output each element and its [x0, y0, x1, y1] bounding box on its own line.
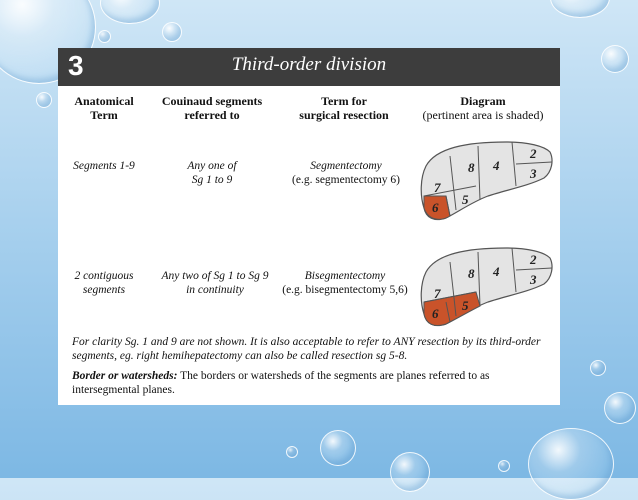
- header-diagram: Diagram (pertinent area is shaded): [408, 94, 558, 122]
- cell-line: (e.g. bisegmentectomy 5,6): [282, 284, 408, 296]
- row1-couinaud: Any one of Sg 1 to 9: [150, 159, 274, 187]
- segment-label: 7: [434, 286, 441, 301]
- row1-anatomical: Segments 1-9: [64, 159, 144, 173]
- cell-line: in continuity: [186, 284, 244, 296]
- cell-line: Any two of Sg 1 to Sg 9: [161, 270, 269, 282]
- cell-line: Segmentectomy: [310, 160, 382, 172]
- bubble-decoration: [100, 0, 160, 24]
- header-line: surgical resection: [299, 108, 389, 122]
- bubble-decoration: [528, 428, 614, 500]
- bubble-decoration: [604, 392, 636, 424]
- cell-line: Sg 1 to 9: [191, 174, 233, 186]
- bubble-decoration: [98, 30, 111, 43]
- cell-line: Bisegmentectomy: [304, 270, 386, 282]
- header-line: Couinaud segments: [161, 94, 263, 108]
- footnote-line: segments, eg. right hemihepatectomy can …: [72, 350, 408, 362]
- border-label: Border or watersheds:: [72, 370, 178, 382]
- segment-6-shade: [423, 195, 451, 220]
- segment-line: [423, 185, 477, 197]
- bubble-decoration: [390, 452, 430, 492]
- cell-line: Any one of: [187, 160, 237, 172]
- segment-label: 4: [492, 264, 500, 279]
- segment-line: [445, 301, 451, 323]
- footnote: For clarity Sg. 1 and 9 are not shown. I…: [72, 335, 552, 363]
- segment-label: 3: [529, 166, 537, 181]
- header-couinaud-segments: Couinaud segments referred to: [150, 94, 274, 122]
- bubble-decoration: [162, 22, 182, 42]
- bubble-decoration: [36, 92, 52, 108]
- segment-line: [477, 251, 481, 307]
- segment-label: 6: [432, 306, 439, 321]
- bubble-decoration: [320, 430, 356, 466]
- row2-anatomical: 2 contiguous segments: [64, 269, 144, 297]
- bubble-decoration: [498, 460, 510, 472]
- bubble-decoration: [286, 446, 298, 458]
- segment-5-6-shade: [423, 291, 481, 327]
- liver-diagram-row2: 8 4 2 3 7 5 6: [420, 247, 553, 327]
- segment-label: 6: [432, 200, 439, 215]
- slide-figure: 3 Third-order division Anatomical Term C…: [58, 48, 560, 405]
- section-number: 3: [68, 50, 84, 81]
- segment-label: 8: [468, 160, 475, 175]
- segment-label: 8: [468, 266, 475, 281]
- header-line: Term for: [321, 94, 367, 108]
- section-title: Third-order division: [231, 54, 387, 75]
- cell-line: 2 contiguous: [74, 270, 134, 282]
- header-line: Anatomical: [74, 94, 134, 108]
- segment-line: [515, 267, 553, 271]
- border-note-line: intersegmental planes.: [72, 384, 175, 396]
- header-surgical-term: Term for surgical resection: [280, 94, 408, 122]
- header-anatomical-term: Anatomical Term: [64, 94, 144, 122]
- segment-label: 2: [529, 252, 537, 267]
- segment-line: [423, 291, 477, 303]
- segment-line: [511, 247, 517, 293]
- row2-couinaud: Any two of Sg 1 to Sg 9 in continuity: [150, 269, 280, 297]
- segment-line: [477, 145, 481, 201]
- border-text: The borders or watersheds of the segment…: [177, 370, 490, 382]
- segment-line: [515, 161, 553, 165]
- header-line: (pertinent area is shaded): [422, 108, 544, 122]
- row1-surgical: Segmentectomy (e.g. segmentectomy 6): [276, 159, 416, 187]
- bubble-decoration: [601, 45, 629, 73]
- bubble-decoration: [550, 0, 610, 18]
- segment-label: 5: [462, 298, 469, 313]
- segment-line: [449, 155, 457, 211]
- row2-surgical: Bisegmentectomy (e.g. bisegmentectomy 5,…: [270, 269, 420, 297]
- cell-line: (e.g. segmentectomy 6): [292, 174, 400, 186]
- footnote-line: For clarity Sg. 1 and 9 are not shown. I…: [72, 336, 541, 348]
- segment-line: [511, 141, 517, 187]
- cell-line: segments: [82, 284, 126, 296]
- header-line: referred to: [184, 108, 240, 122]
- header-line: Term: [90, 108, 118, 122]
- segment-label: 5: [462, 192, 469, 207]
- segment-line: [445, 195, 451, 217]
- liver-diagram-row1: 8 4 2 3 7 5 6: [420, 141, 553, 221]
- segment-label: 7: [434, 180, 441, 195]
- bubble-decoration: [590, 360, 606, 376]
- segment-line: [449, 261, 457, 317]
- segment-label: 3: [529, 272, 537, 287]
- border-note-line: Border or watersheds: The borders or wat…: [72, 369, 552, 383]
- title-bar: 3 Third-order division: [58, 48, 560, 86]
- segment-label: 4: [492, 158, 500, 173]
- segment-label: 2: [529, 146, 537, 161]
- border-note: Border or watersheds: The borders or wat…: [72, 369, 552, 397]
- cell-line: Segments 1-9: [73, 160, 135, 172]
- header-line: Diagram: [460, 94, 506, 108]
